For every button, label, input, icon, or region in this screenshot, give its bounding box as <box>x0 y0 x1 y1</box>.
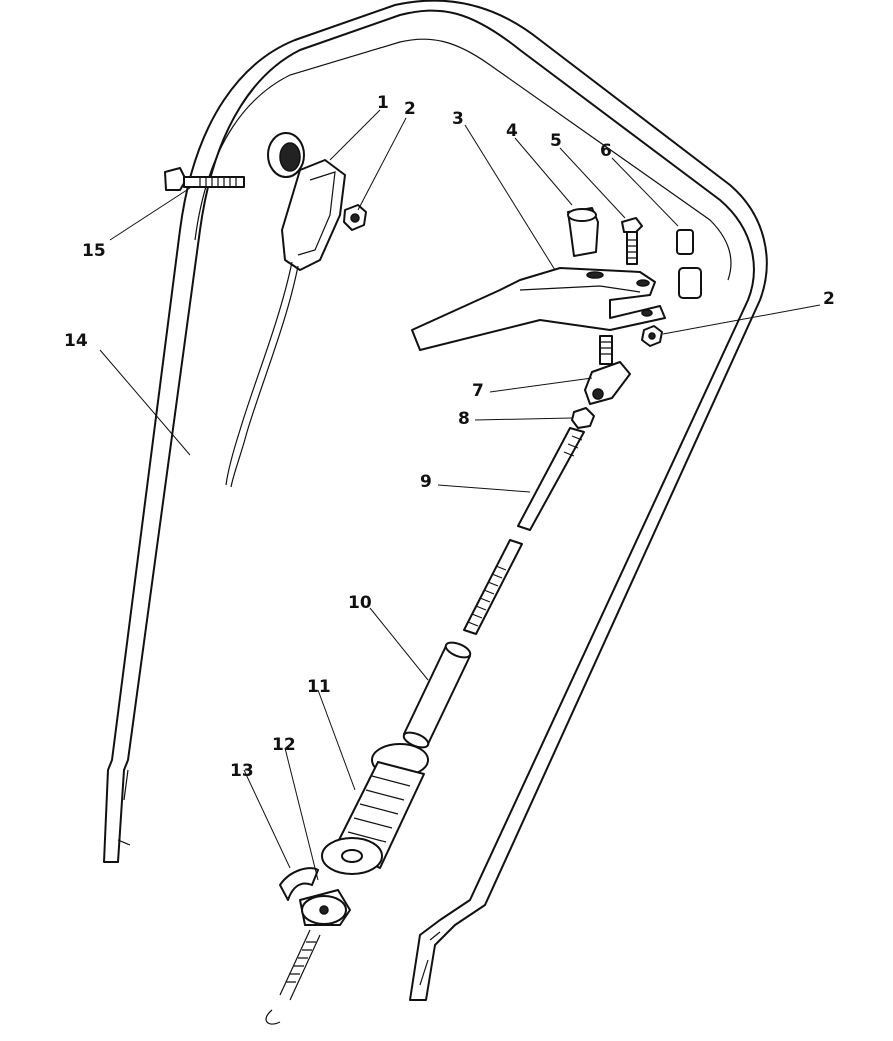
callout-11: 11 <box>307 677 331 697</box>
spacer-6 <box>676 229 702 299</box>
callout-2-right: 2 <box>823 289 835 309</box>
callout-8: 8 <box>458 409 470 429</box>
leader-lines <box>99 109 821 881</box>
callout-12: 12 <box>272 735 296 755</box>
callout-10: 10 <box>348 593 372 613</box>
callout-1: 1 <box>377 93 389 113</box>
spacer-tube-10 <box>402 641 472 749</box>
nut-8 <box>571 407 595 429</box>
callout-9: 9 <box>420 472 432 492</box>
clip-13 <box>279 867 319 901</box>
callout-7: 7 <box>472 381 484 401</box>
callout-15: 15 <box>82 241 106 261</box>
grip-11 <box>321 743 429 875</box>
callout-14: 14 <box>64 331 88 351</box>
bolt-15 <box>164 167 245 191</box>
nut-2b <box>641 325 663 347</box>
callout-13: 13 <box>230 761 254 781</box>
swivel-joint <box>584 335 631 405</box>
nut-2a <box>343 204 367 231</box>
cap-12 <box>299 889 351 926</box>
callout-3: 3 <box>452 109 464 129</box>
callout-6: 6 <box>600 141 612 161</box>
callout-2-upper: 2 <box>404 99 416 119</box>
pin-4 <box>567 207 599 257</box>
rod-9 <box>463 427 585 635</box>
lever-arm <box>411 267 666 351</box>
bolt-5 <box>621 217 643 265</box>
threaded-end <box>265 929 321 1025</box>
handle-frame <box>103 0 768 1001</box>
callout-5: 5 <box>550 131 562 151</box>
callout-4: 4 <box>506 121 518 141</box>
throttle-lever <box>225 132 346 488</box>
